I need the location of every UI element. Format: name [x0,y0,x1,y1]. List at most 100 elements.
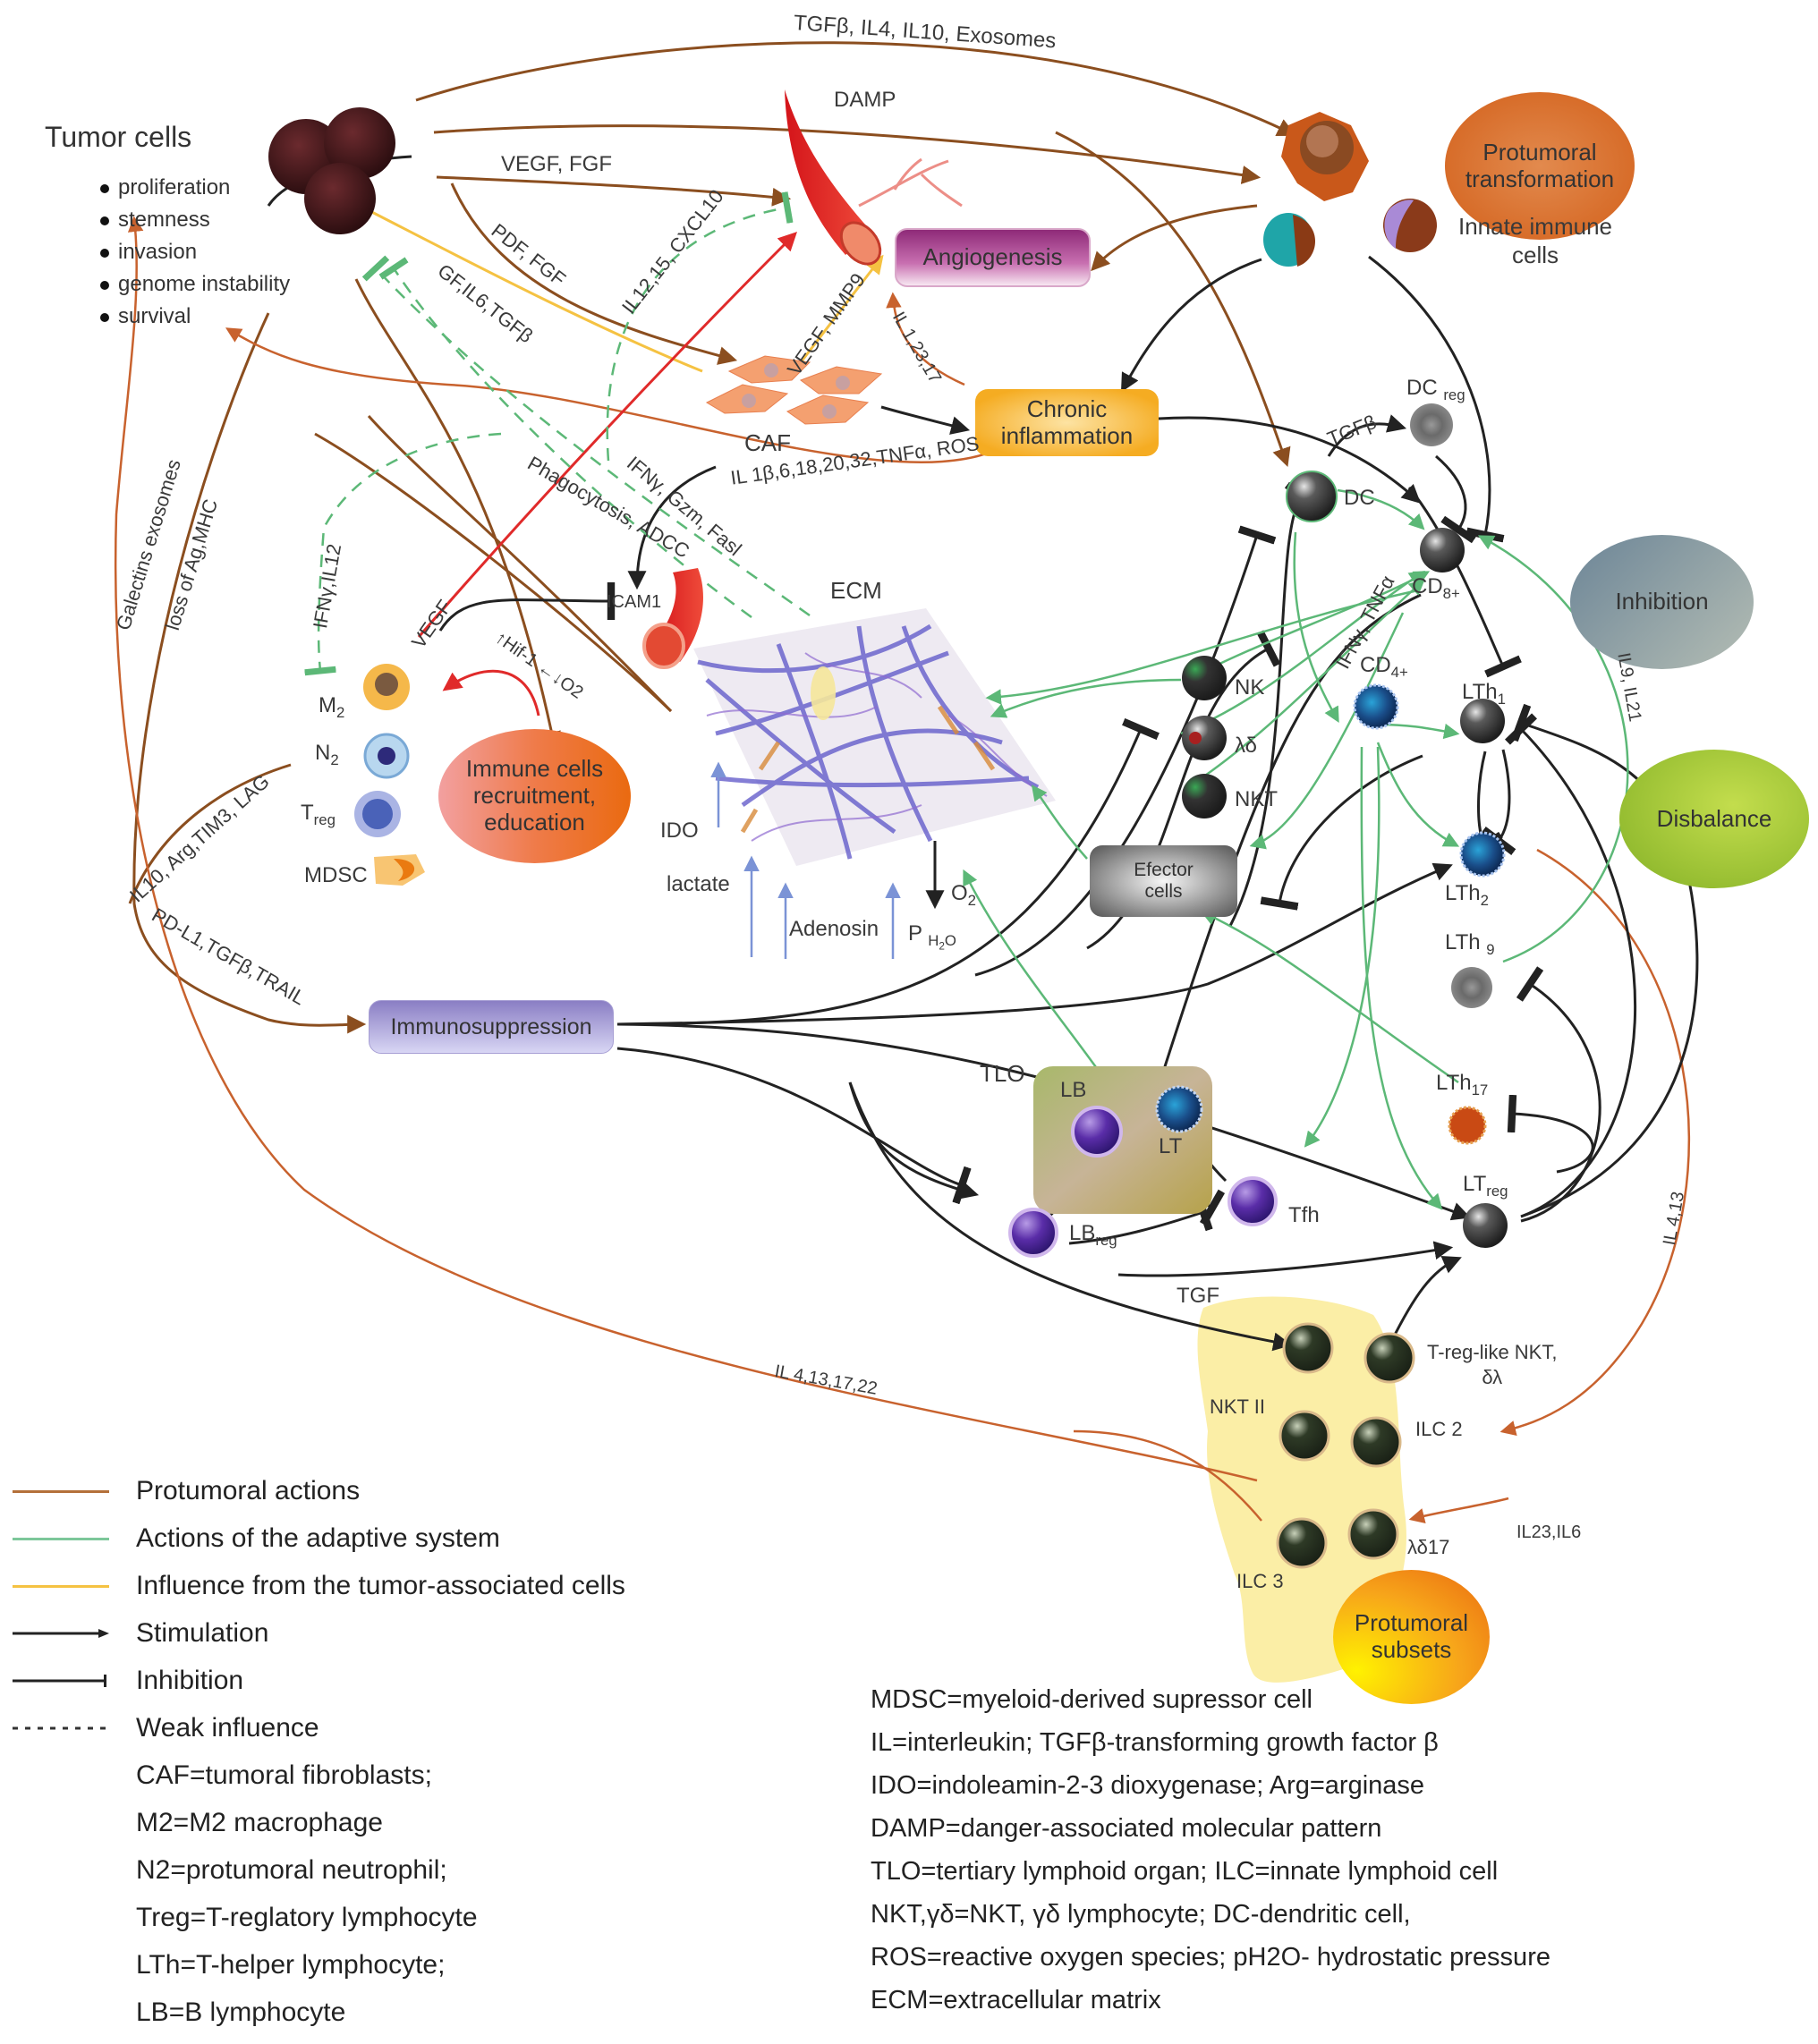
abbreviations-right: MDSC=myeloid-derived supressor cell IL=i… [871,1678,1550,2022]
lth1-label: LTh1 [1462,680,1506,708]
legend-swatch-green [13,1533,109,1544]
ecm-matrix-illustration [693,608,1056,866]
nk-label: NK [1235,675,1265,700]
cd8-cell-icon [1420,528,1465,572]
cd8-label: CD8+ [1412,574,1460,602]
gd-label: λδ [1235,734,1257,758]
tumor-properties-list: proliferation stemness invasion genome i… [100,172,290,333]
dc-reg-label: DC reg [1406,376,1465,403]
abbreviation: M2=M2 macrophage [136,1808,383,1837]
m2-label: M2 [319,693,345,721]
legend-swatch-brown [13,1486,109,1497]
metabolite-lactate: lactate [667,872,730,896]
tumor-property: genome instability [100,268,290,301]
vegf-edges [417,232,797,717]
edge-label-damp: DAMP [834,88,896,112]
abbreviation: DAMP=danger-associated molecular pattern [871,1814,1382,1843]
inhibition-bar-icon [13,1674,109,1687]
metabolite-adenosin: Adenosin [789,917,879,941]
abbreviation: LB=B lymphocyte [136,1997,346,2027]
nkt-ii-label: NKT II [1210,1395,1265,1418]
n2-nucleus [378,747,395,765]
edge-label-vegf-fgf: VEGF, FGF [501,152,613,176]
edge-label-il23-il6: IL23,IL6 [1516,1522,1582,1542]
angiogenesis-node: Angiogenesis [895,228,1091,287]
adaptive-edges [963,488,1629,1210]
abbreviation: ROS=reactive oxygen species; pH2O- hydro… [871,1943,1550,1972]
lth17-cell-icon [1448,1106,1487,1145]
mdsc-label: MDSC [304,863,368,887]
inhibition-node: Inhibition [1570,535,1754,669]
tumor-property: invasion [100,236,290,268]
lb-label: LB [1060,1078,1087,1102]
tumor-property: survival [100,301,290,333]
icam-label: ICAM1 [607,592,662,612]
innate-immune-cells-icon [1263,112,1437,267]
mdsc-cell-icon [374,854,425,886]
ltreg-cell-icon [1463,1203,1508,1248]
lth2-cell-icon [1459,831,1506,878]
gd-cell-highlight [1189,732,1202,744]
tumor-cells-title: Tumor cells [45,121,192,153]
lth1-cell-icon [1460,699,1505,743]
legend-item-tumor-associated: Influence from the tumor-associated cell… [13,1562,625,1609]
icam-vessel-icon [642,568,703,669]
abbreviation: CAF=tumoral fibroblasts; [136,1760,432,1790]
dc-reg-cell-icon [1410,403,1453,446]
caf-fibroblasts-icon [705,355,883,425]
lb-cell-icon [1071,1106,1123,1158]
legend-item-weak: Weak influence [13,1704,625,1751]
protumoral-light-edges [114,216,1690,1524]
edge-label-tgf: TGF [1177,1284,1219,1308]
lth9-label: LTh 9 [1445,930,1495,958]
abbreviation: LTh=T-helper lymphocyte; [136,1950,446,1980]
arrow-right-icon [13,1628,109,1639]
ltreg-label: LTreg [1463,1172,1508,1200]
angiogenesis-label: Angiogenesis [922,243,1063,271]
m2-nucleus [375,673,398,696]
protumoral-subset-region [1197,1296,1406,1683]
abbreviations-left: CAF=tumoral fibroblasts; M2=M2 macrophag… [136,1751,478,2036]
legend-item-inhibition: Inhibition [13,1657,625,1704]
nkt-cell-icon [1182,774,1227,818]
treg-label: Treg [301,801,336,828]
abbreviation: NKT,γδ=NKT, γδ lymphocyte; DC-dendritic … [871,1900,1411,1929]
n2-label: N2 [315,741,339,768]
treg-like-label: T-reg-like NKT,δλ [1427,1341,1558,1388]
dc-cell-icon [1286,471,1338,522]
abbreviation: TLO=tertiary lymphoid organ; ILC=innate … [871,1857,1499,1886]
protumoral-subset-cells [1276,1322,1415,1569]
protumoral-edges [128,41,1296,1034]
cd4-label: CD4+ [1360,653,1408,681]
treg-nucleus [362,799,393,829]
ilc3-label: ILC 3 [1236,1570,1284,1592]
lth9-cell-icon [1451,967,1492,1008]
abbreviation: ECM=extracellular matrix [871,1986,1161,2014]
lbreg-label: LBreg [1069,1221,1117,1249]
tfh-cell-icon [1228,1176,1278,1226]
mdsc-nucleus [394,859,415,881]
dc-label: DC [1344,486,1375,510]
abbreviation: Treg=T-reglatory lymphocyte [136,1903,478,1932]
metabolite-o2: O2 [951,881,977,909]
nkt-label: NKT [1235,787,1278,811]
gd17-label: λδ17 [1407,1536,1450,1558]
caf-label: CAF [744,429,791,456]
abbreviation: MDSC=myeloid-derived supressor cell [871,1685,1313,1714]
legend-item-adaptive: Actions of the adaptive system [13,1514,625,1562]
lth17-label: LTh17 [1436,1071,1489,1098]
immunosuppression-node: Immunosuppression [369,1000,614,1054]
nk-cell-icon [1182,656,1227,700]
abbreviation: N2=protumoral neutrophil; [136,1855,447,1885]
tumor-associated-edges [353,202,884,373]
weak-influence-edges [304,191,811,676]
tumor-property: proliferation [100,172,290,204]
metabolite-ido: IDO [660,818,699,843]
